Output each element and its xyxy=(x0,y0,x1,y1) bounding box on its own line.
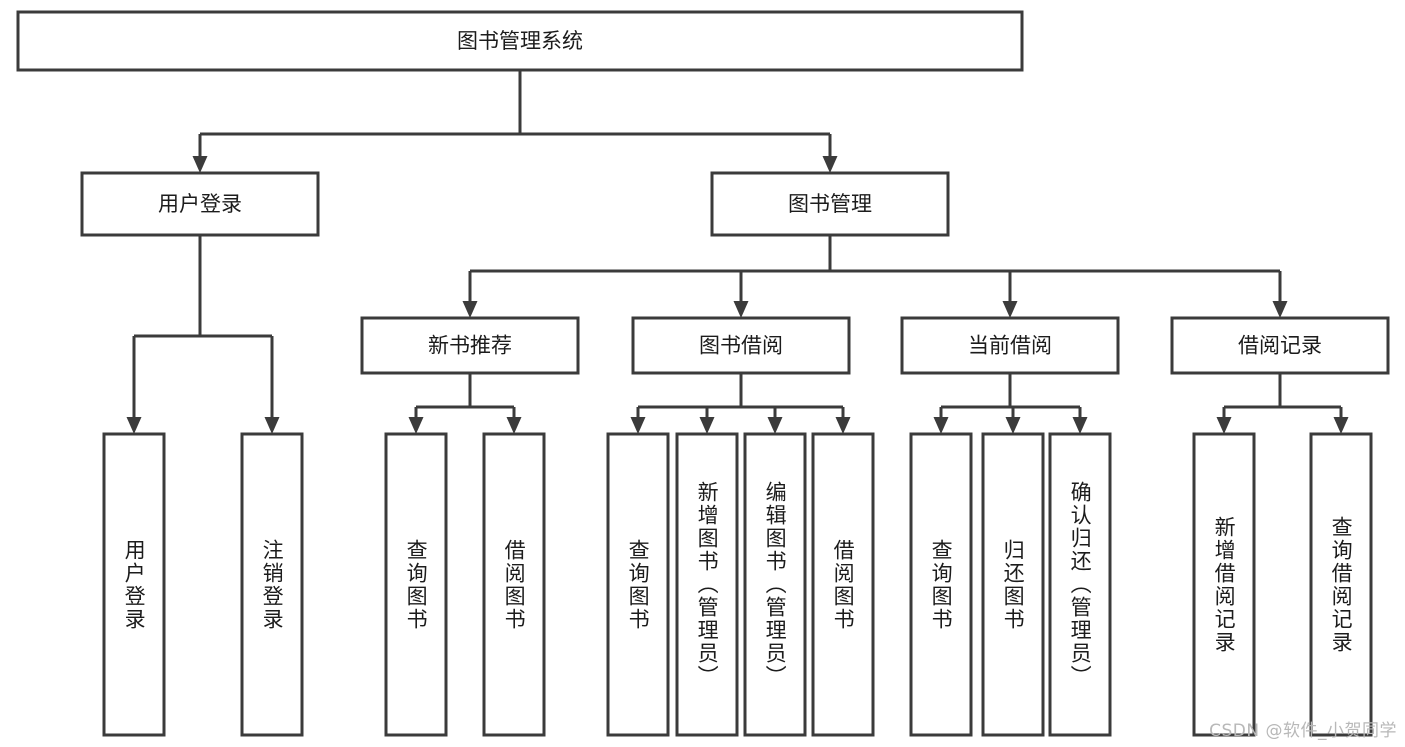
leaf-box-leaf-edit-book-admin[interactable] xyxy=(743,432,807,737)
arrow-head-current-borrow xyxy=(1002,301,1018,318)
node-box-current-borrow[interactable] xyxy=(900,316,1120,375)
arrow-head-leaf-query-book-borrow xyxy=(630,417,646,434)
leaf-box-leaf-query-book-cur[interactable] xyxy=(909,432,973,737)
node-label-root: 图书管理系统 xyxy=(457,29,583,53)
node-label-book-manage: 图书管理 xyxy=(788,192,872,216)
arrow-head-leaf-query-book-cur xyxy=(933,417,949,434)
arrow-head-user-login xyxy=(192,156,208,173)
leaf-box-leaf-add-borrow-record[interactable] xyxy=(1192,432,1256,737)
arrow-head-book-manage xyxy=(822,156,838,173)
leaf-box-leaf-borrow-book-rec[interactable] xyxy=(482,432,546,737)
arrow-head-book-borrow xyxy=(733,301,749,318)
node-box-root[interactable] xyxy=(16,10,1024,72)
edges-layer xyxy=(126,70,1349,434)
arrow-head-leaf-return-book xyxy=(1005,417,1021,434)
node-box-user-login[interactable] xyxy=(80,171,320,237)
arrow-head-leaf-user-logout xyxy=(264,417,280,434)
arrow-head-borrow-record xyxy=(1272,301,1288,318)
leaf-box-leaf-borrow-book[interactable] xyxy=(811,432,875,737)
node-label-borrow-record: 借阅记录 xyxy=(1238,334,1322,358)
arrow-head-leaf-query-book-rec xyxy=(408,417,424,434)
leaf-box-leaf-confirm-return-admin[interactable] xyxy=(1048,432,1112,737)
leaf-box-leaf-query-borrow-record[interactable] xyxy=(1309,432,1373,737)
arrow-head-leaf-query-borrow-record xyxy=(1333,417,1349,434)
arrow-head-leaf-borrow-book-rec xyxy=(506,417,522,434)
node-box-book-borrow[interactable] xyxy=(631,316,851,375)
arrow-head-new-book-rec xyxy=(462,301,478,318)
arrow-head-leaf-confirm-return-admin xyxy=(1072,417,1088,434)
node-label-current-borrow: 当前借阅 xyxy=(968,334,1052,358)
leaf-box-leaf-add-book-admin[interactable] xyxy=(675,432,739,737)
node-box-new-book-rec[interactable] xyxy=(360,316,580,375)
leaf-box-leaf-user-logout[interactable] xyxy=(240,432,304,737)
node-label-new-book-rec: 新书推荐 xyxy=(428,334,512,358)
arrow-head-leaf-user-login xyxy=(126,417,142,434)
node-label-book-borrow: 图书借阅 xyxy=(699,334,783,358)
arrow-head-leaf-add-book-admin xyxy=(699,417,715,434)
node-box-borrow-record[interactable] xyxy=(1170,316,1390,375)
watermark-text: CSDN @软件_小贺同学 xyxy=(1209,721,1397,741)
leaf-box-leaf-query-book-borrow[interactable] xyxy=(606,432,670,737)
boxes-layer xyxy=(16,10,1390,737)
node-box-book-manage[interactable] xyxy=(710,171,950,237)
leaf-box-leaf-query-book-rec[interactable] xyxy=(384,432,448,737)
node-label-user-login: 用户登录 xyxy=(158,192,242,216)
leaf-box-leaf-return-book[interactable] xyxy=(981,432,1045,737)
arrow-head-leaf-edit-book-admin xyxy=(767,417,783,434)
arrow-head-leaf-borrow-book xyxy=(835,417,851,434)
leaf-box-leaf-user-login[interactable] xyxy=(102,432,166,737)
arrow-head-leaf-add-borrow-record xyxy=(1216,417,1232,434)
